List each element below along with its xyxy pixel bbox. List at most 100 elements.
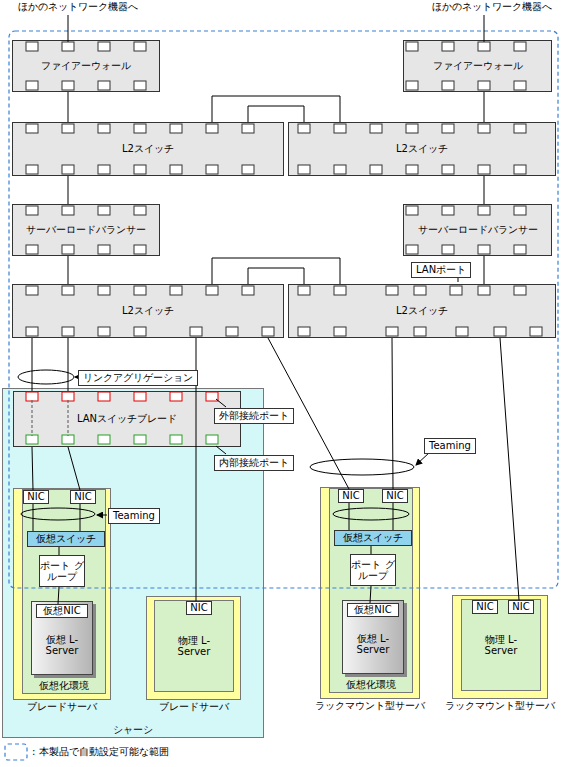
node-text: NIC (512, 601, 529, 613)
aggregation-ellipse (18, 370, 74, 384)
port (26, 245, 38, 254)
port (370, 165, 382, 174)
port (530, 327, 542, 336)
port (478, 81, 490, 90)
callout-label: Teaming (108, 508, 160, 524)
port (98, 245, 110, 254)
teaming-ellipse (21, 508, 95, 520)
port (514, 286, 526, 295)
legend-sample (5, 744, 27, 760)
node-text: L2スイッチ (396, 143, 448, 155)
port (242, 124, 254, 133)
node-text: ブレードサーバ (27, 701, 97, 713)
port (514, 206, 526, 215)
node-text: 仮想化環境 (346, 679, 396, 691)
port-group (26, 42, 542, 444)
port (62, 245, 74, 254)
internal-link (68, 400, 69, 436)
port (98, 42, 110, 51)
port (514, 42, 526, 51)
node-box: ポート グループ (350, 554, 396, 586)
node-box: NIC (70, 490, 96, 504)
port (442, 81, 454, 90)
node-text: ポート グループ (351, 559, 395, 582)
port (26, 42, 38, 51)
node-box: NIC (472, 600, 498, 614)
network-link (484, 92, 485, 122)
network-link (248, 268, 304, 284)
node-box: ラックマウント型サーバ仮想化環境NICNIC仮想スイッチポート グループ仮想 L… (320, 487, 420, 699)
network-link (32, 338, 33, 391)
port (134, 81, 146, 90)
port (190, 327, 202, 336)
node-box: ポート グループ (39, 555, 85, 587)
port (98, 435, 110, 444)
network-link (371, 546, 372, 554)
port (442, 124, 454, 133)
port (442, 245, 454, 254)
network-link (212, 258, 340, 284)
port (414, 327, 426, 336)
port (206, 165, 218, 174)
port (262, 327, 274, 336)
node-text: ファイアーウォール (41, 60, 131, 72)
callout-label: 外部接続ポート (214, 408, 294, 424)
port (134, 245, 146, 254)
port (26, 165, 38, 174)
port (478, 42, 490, 51)
callout-label: LANポート (411, 262, 471, 278)
node-text: ブレードサーバ (159, 701, 229, 713)
node-box: ブレードサーバ物理 L-ServerNIC (146, 596, 241, 700)
node-box: NIC (508, 600, 534, 614)
teaming-ellipse (333, 508, 409, 520)
node-text: サーバーロードバランサー (26, 224, 146, 236)
network-link (484, 176, 485, 204)
node-text: ラックマウント型サーバ (315, 700, 425, 712)
callout-label: Teaming (424, 438, 476, 454)
node-box: NIC (382, 489, 408, 503)
node-text: LANスイッチブレード (77, 413, 177, 425)
port (134, 435, 146, 444)
port (134, 392, 146, 401)
note-label: ほかのネットワーク機器へ (18, 1, 138, 13)
node-box: NIC (338, 489, 364, 503)
teaming-ellipse (310, 459, 414, 475)
port (450, 286, 462, 295)
port (134, 42, 146, 51)
node-box: 仮想 L-Server仮想NIC (31, 601, 93, 675)
node-text: NIC (342, 490, 359, 502)
node-text: 仮想NIC (43, 605, 80, 617)
network-link (32, 447, 33, 490)
node-text: L2スイッチ (396, 305, 448, 317)
node-text: ラックマウント型サーバ (445, 700, 555, 712)
port (206, 124, 218, 133)
port (170, 286, 182, 295)
node-box: 物理 L-Server NIC NIC (461, 599, 541, 691)
network-link (59, 547, 60, 555)
port (26, 392, 38, 401)
port (206, 435, 218, 444)
port (226, 327, 238, 336)
note-label: ほかのネットワーク機器へ (432, 1, 552, 13)
port (478, 165, 490, 174)
node-box: 仮想NIC (36, 604, 88, 618)
port (478, 206, 490, 215)
node-text: L2スイッチ (122, 143, 174, 155)
auto-range (9, 31, 558, 588)
port (406, 206, 418, 215)
port (170, 392, 182, 401)
node-text: L2スイッチ (122, 305, 174, 317)
node-text: NIC (74, 491, 91, 503)
port (442, 165, 454, 174)
port (406, 42, 418, 51)
port (98, 206, 110, 215)
network-link (248, 106, 304, 122)
port (98, 327, 110, 336)
port (406, 124, 418, 133)
port (62, 81, 74, 90)
port (298, 327, 310, 336)
port (26, 206, 38, 215)
node-text: 物理 L-Server (476, 634, 526, 657)
port (478, 286, 490, 295)
port (370, 124, 382, 133)
